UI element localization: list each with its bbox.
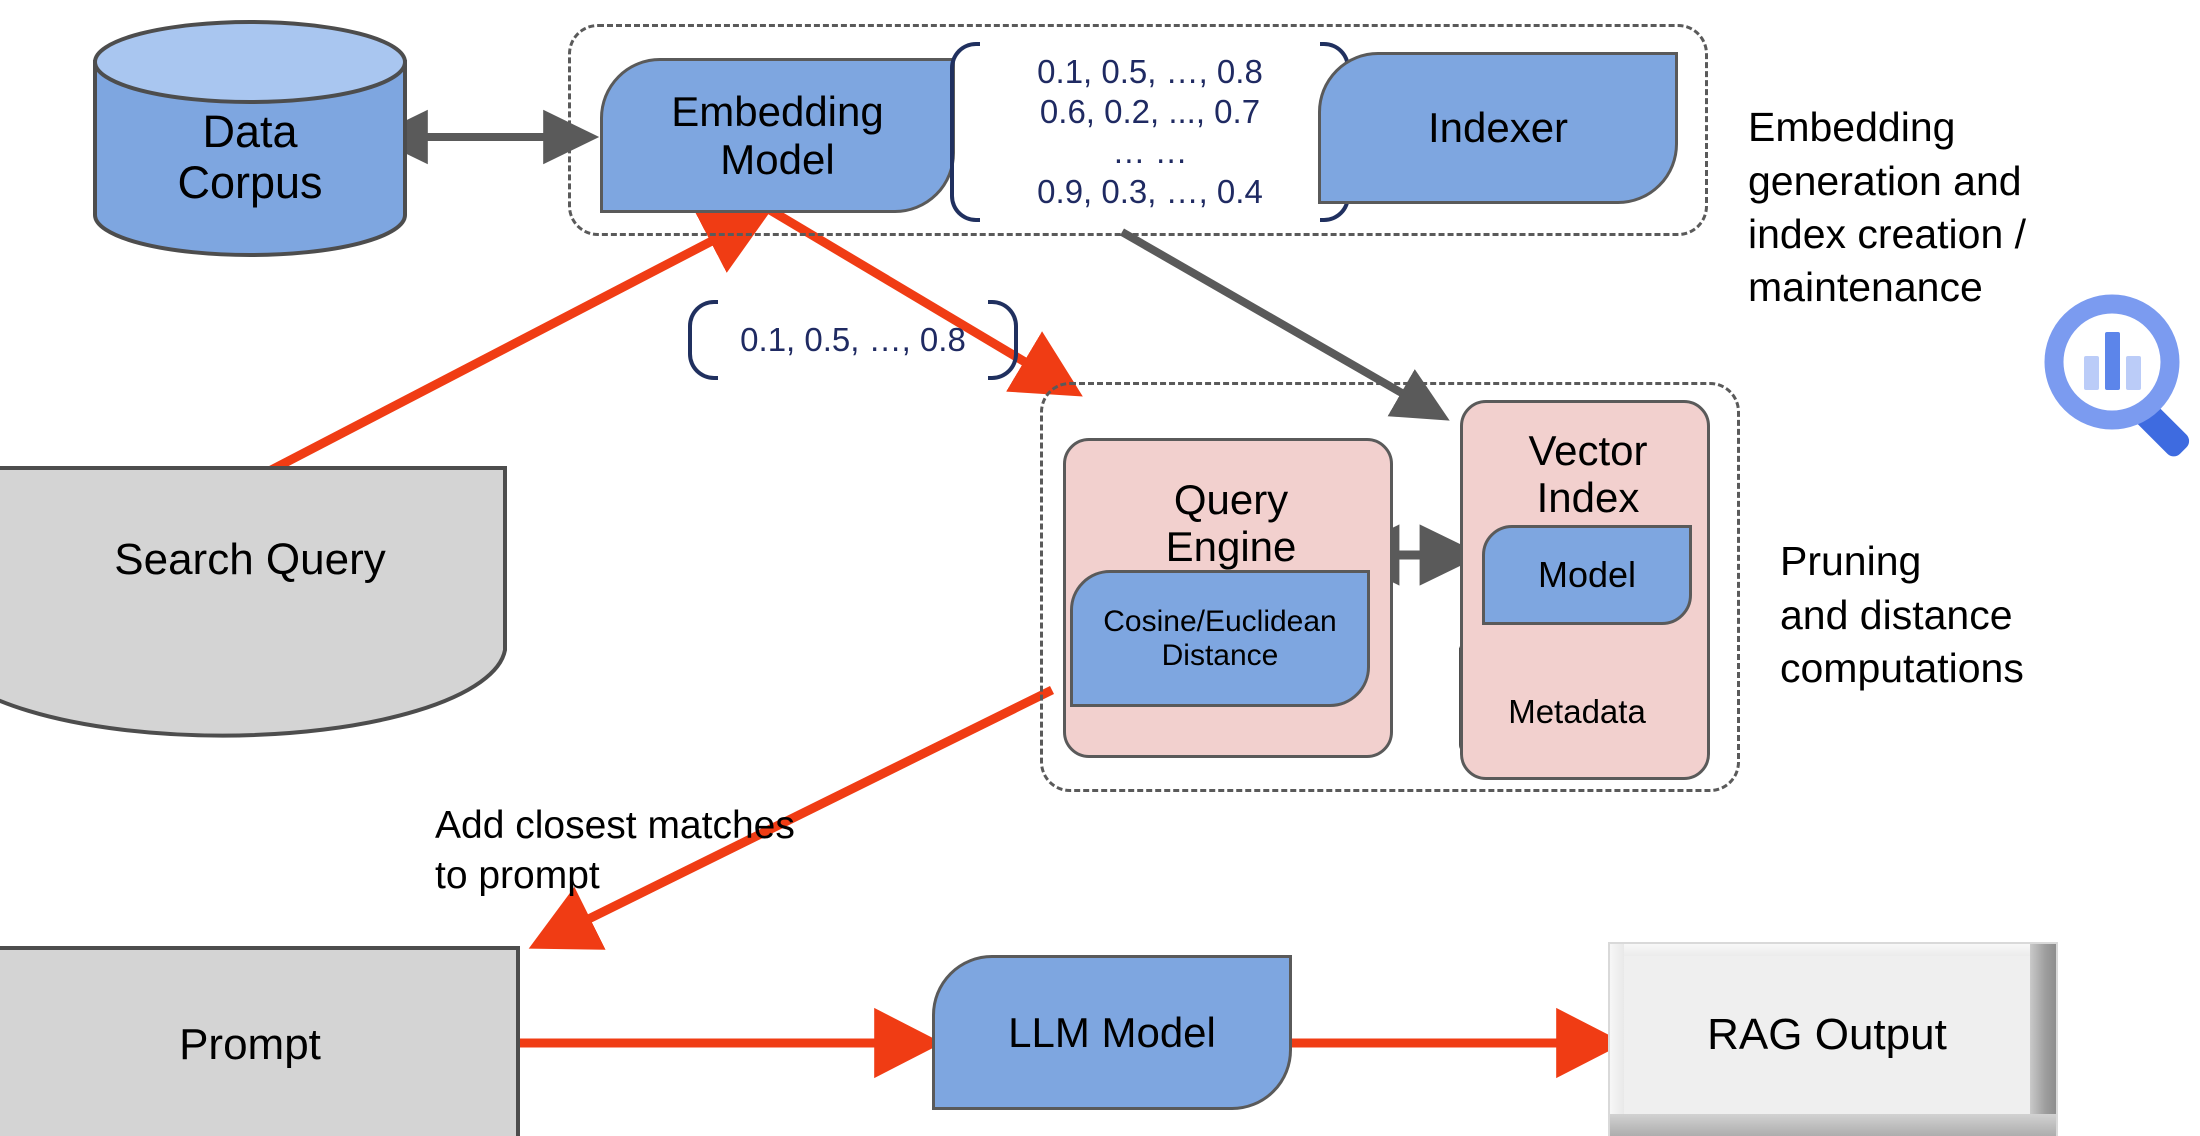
node-prompt[interactable]: Prompt (0, 970, 500, 1120)
node-distance-metric-label: Cosine/Euclidean Distance (1103, 604, 1337, 672)
bar-right-icon (2126, 356, 2141, 390)
node-indexer-label: Indexer (1427, 104, 1569, 152)
annotation-embedding-generation-text: Embedding generation and index creation … (1748, 104, 2027, 311)
node-data-corpus-label: Data Corpus (177, 106, 323, 208)
node-prompt-label: Prompt (179, 1020, 321, 1070)
node-rag-output-label: RAG Output (1707, 1010, 1947, 1059)
node-search-query-label: Search Query (114, 535, 386, 585)
group-embedding-pipeline (568, 24, 1708, 236)
edge-searchquery-embedding (249, 210, 772, 484)
node-embedding-model-label: Embedding Model (671, 88, 884, 183)
bracket-left-icon (950, 42, 980, 222)
rag-output-face: RAG Output (1624, 956, 2030, 1114)
node-llm-model[interactable]: LLM Model (932, 955, 1292, 1110)
node-vector-index-model-label: Model (1537, 553, 1637, 595)
bevel-top-edge (1610, 944, 2056, 956)
node-distance-metric[interactable]: Cosine/Euclidean Distance (1070, 570, 1370, 707)
node-embedding-model[interactable]: Embedding Model (600, 58, 955, 213)
annotation-add-matches: Add closest matches to prompt (435, 750, 875, 902)
node-vector-index-label: Vector Index (1528, 426, 1648, 521)
node-query-engine-label-wrap: Query Engine (1066, 463, 1396, 583)
bevel-right-edge (2030, 944, 2056, 1136)
embedding-matrix-values: 0.1, 0.5, …, 0.8 0.6, 0.2, ..., 0.7 … … … (1037, 52, 1263, 211)
bracket-right-icon (988, 300, 1018, 380)
node-vector-index-model[interactable]: Model (1482, 525, 1692, 625)
bar-center-icon (2105, 332, 2120, 390)
node-query-engine-label: Query Engine (1165, 475, 1297, 570)
annotation-pruning: Pruning and distance computations (1780, 482, 2200, 695)
annotation-add-matches-text: Add closest matches to prompt (435, 803, 795, 898)
node-metadata-label: Metadata (1508, 692, 1646, 730)
node-indexer[interactable]: Indexer (1318, 52, 1678, 204)
search-chart-icon (2040, 292, 2200, 462)
node-llm-model-label: LLM Model (1008, 1008, 1216, 1056)
embedding-matrix: 0.1, 0.5, …, 0.8 0.6, 0.2, ..., 0.7 … … … (950, 42, 1350, 222)
node-data-corpus[interactable]: Data Corpus (95, 60, 405, 255)
node-vector-index-label-wrap: Vector Index (1463, 419, 1713, 529)
annotation-embedding-generation: Embedding generation and index creation … (1748, 48, 2178, 314)
bracket-left-icon (688, 300, 718, 380)
query-vector: 0.1, 0.5, …, 0.8 (688, 300, 1018, 380)
bevel-left-edge (1610, 944, 1624, 1136)
magnifier-ring-icon (2044, 294, 2180, 430)
group-retrieval-pipeline (1040, 382, 1740, 792)
node-metadata[interactable]: Metadata (1487, 672, 1667, 752)
node-rag-output[interactable]: RAG Output (1608, 942, 2058, 1136)
node-search-query[interactable]: Search Query (0, 480, 500, 640)
query-vector-values: 0.1, 0.5, …, 0.8 (740, 320, 966, 358)
search-chart-icon-svg (2044, 294, 2190, 457)
bevel-bottom-edge (1610, 1114, 2056, 1136)
bar-left-icon (2084, 356, 2099, 390)
annotation-pruning-text: Pruning and distance computations (1780, 538, 2024, 691)
